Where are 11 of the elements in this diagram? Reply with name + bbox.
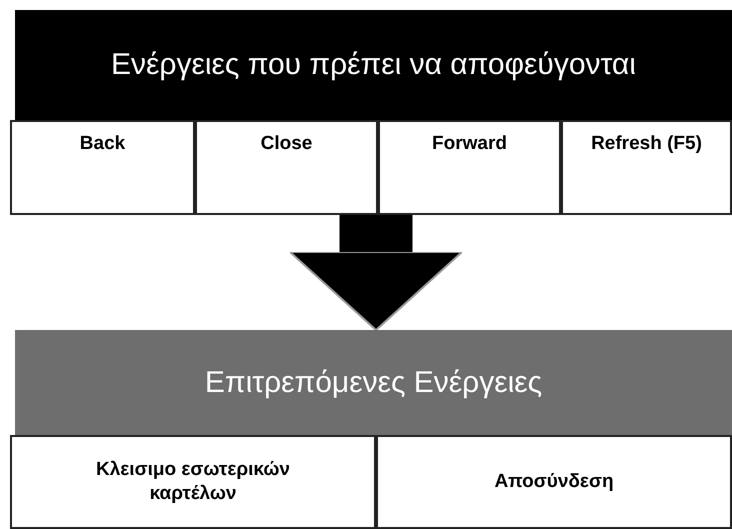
action-panel: [10, 10, 732, 215]
action-box: Back: [10, 120, 195, 215]
action-box: Κλεισιμο εσωτερικών καρτέλων: [10, 435, 376, 529]
panel-heading: Ενέργειες που πρέπει να αποφεύγονται: [15, 10, 732, 120]
action-box: Forward: [378, 120, 561, 215]
action-box: Close: [195, 120, 378, 215]
action-panel: [10, 330, 732, 529]
action-box: Αποσύνδεση: [376, 435, 732, 529]
block-arrow: [289, 215, 463, 331]
panel-heading: Επιτρεπόμενες Ενέργειες: [15, 330, 732, 435]
action-box: Refresh (F5): [561, 120, 732, 215]
